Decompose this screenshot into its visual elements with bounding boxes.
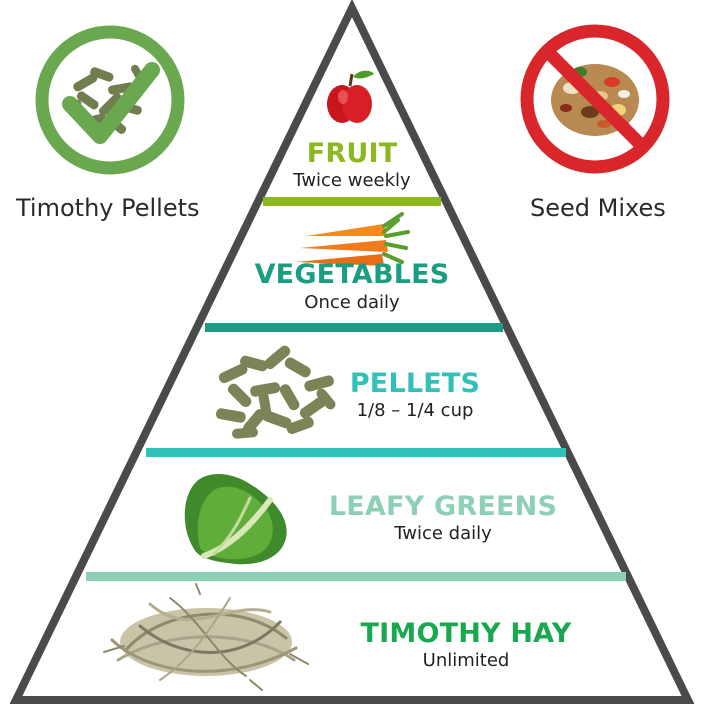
- tier-band-pellets: [146, 448, 566, 457]
- tier-band-leafy-greens: [86, 572, 626, 581]
- right-badge-caption: Seed Mixes: [530, 194, 666, 222]
- tier-subtitle-fruit: Twice weekly: [256, 170, 448, 191]
- left-badge: [42, 32, 178, 168]
- left-badge-caption: Timothy Pellets: [16, 194, 200, 222]
- right-badge: [527, 31, 663, 167]
- tier-band-fruit: [263, 197, 441, 206]
- tier-band-vegetables: [205, 323, 503, 332]
- tier-title-leafy-greens: LEAFY GREENS: [312, 491, 574, 522]
- tier-title-vegetables: VEGETABLES: [232, 259, 472, 290]
- tier-title-pellets: PELLETS: [340, 368, 490, 399]
- tier-subtitle-timothy-hay: Unlimited: [346, 650, 586, 671]
- tier-subtitle-vegetables: Once daily: [232, 292, 472, 313]
- tier-title-fruit: FRUIT: [256, 138, 448, 169]
- tier-title-timothy-hay: TIMOTHY HAY: [346, 618, 586, 649]
- tier-subtitle-leafy-greens: Twice daily: [312, 523, 574, 544]
- tier-subtitle-pellets: 1/8 – 1/4 cup: [340, 400, 490, 421]
